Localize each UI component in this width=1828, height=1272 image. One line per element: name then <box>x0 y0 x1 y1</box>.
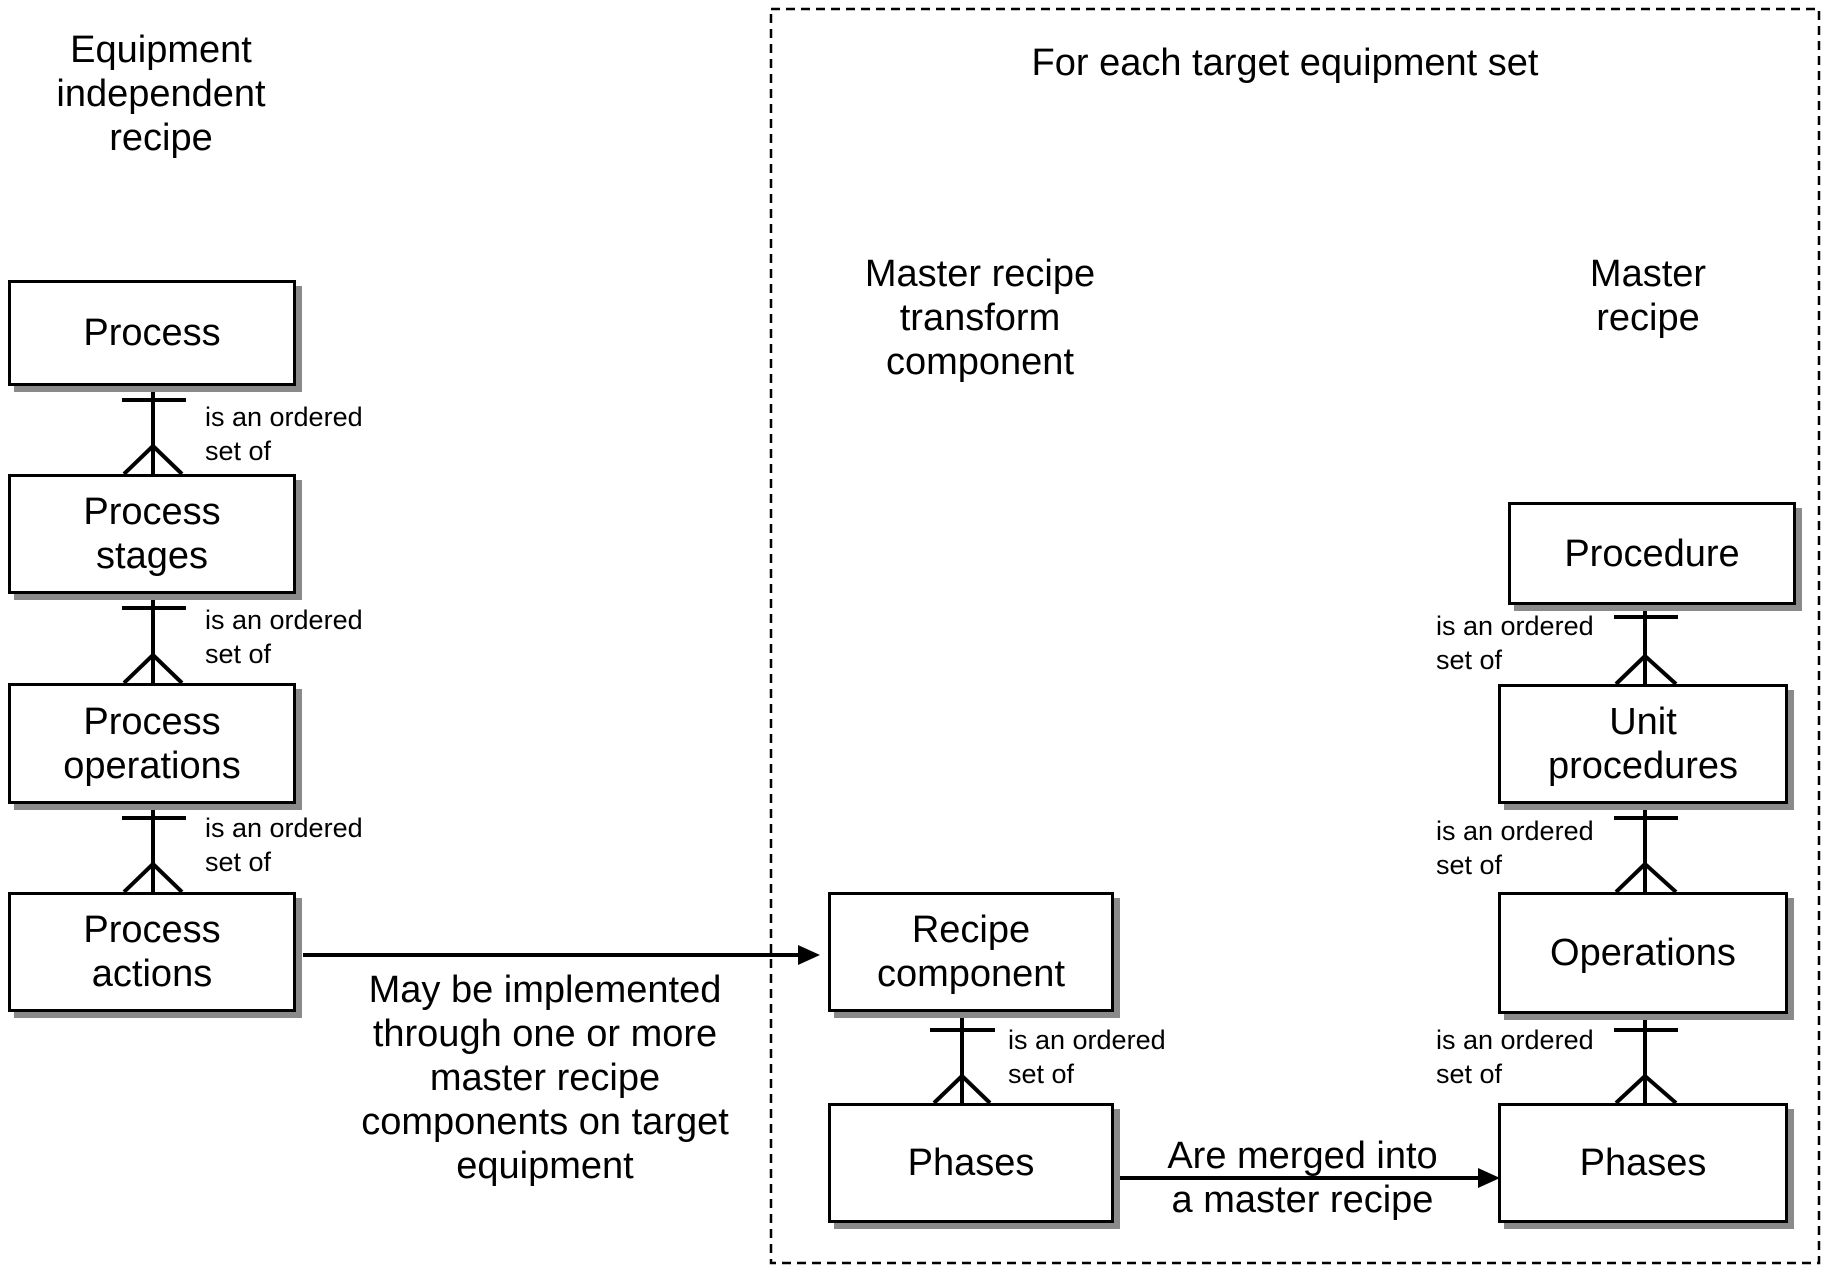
connector-process-stages <box>122 386 186 476</box>
box-unit-procedures: Unit procedures <box>1498 684 1788 804</box>
box-process-operations-label: Process operations <box>63 700 241 787</box>
box-phases-left: Phases <box>828 1103 1114 1223</box>
relationship-label: is an ordered set of <box>1436 611 1594 675</box>
relationship-label: is an ordered set of <box>205 813 363 877</box>
box-procedure: Procedure <box>1508 502 1796 605</box>
box-unit-procedures-label: Unit procedures <box>1547 701 1739 787</box>
connector-units-operations <box>1614 804 1678 894</box>
connector-operations-phases <box>1614 1014 1678 1105</box>
relationship-label: is an ordered set of <box>1436 816 1594 880</box>
target-equipment-frame <box>769 7 1821 1265</box>
box-recipe-component: Recipe component <box>828 892 1114 1012</box>
box-process-label: Process <box>83 312 221 354</box>
box-procedure-label: Procedure <box>1564 532 1740 575</box>
note-merged: Are merged into a master recipe <box>1167 1135 1438 1221</box>
box-operations: Operations <box>1498 892 1788 1014</box>
heading-master-transform: Master recipe transform component <box>864 253 1096 383</box>
relationship-label: is an ordered set of <box>205 402 363 466</box>
connector-procedure-units <box>1614 605 1678 686</box>
box-process-operations: Process operations <box>8 683 296 804</box>
box-process-actions: Process actions <box>8 892 296 1012</box>
heading-for-each-target: For each target equipment set <box>1031 42 1539 84</box>
box-phases-left-label: Phases <box>907 1142 1035 1184</box>
arrow-implemented <box>303 945 820 965</box>
box-process: Process <box>8 280 296 386</box>
connector-operations-actions <box>122 804 186 894</box>
box-recipe-component-label: Recipe component <box>876 909 1065 995</box>
connector-stages-operations <box>122 594 186 685</box>
box-process-stages-label: Process stages <box>83 491 221 577</box>
connector-component-phases <box>930 1012 995 1105</box>
box-process-stages: Process stages <box>8 474 296 594</box>
heading-equipment-independent: Equipment independent recipe <box>56 29 266 159</box>
box-phases-right: Phases <box>1498 1103 1788 1223</box>
relationship-label: is an ordered set of <box>205 605 363 669</box>
relationship-label: is an ordered set of <box>1008 1025 1166 1089</box>
box-process-actions-label: Process actions <box>83 909 221 995</box>
box-phases-right-label: Phases <box>1579 1142 1707 1184</box>
box-operations-label: Operations <box>1550 932 1736 974</box>
arrow-merged <box>1118 1168 1500 1188</box>
note-implemented: May be implemented through one or more m… <box>361 969 729 1187</box>
heading-master-recipe: Master recipe <box>1589 253 1707 339</box>
relationship-label: is an ordered set of <box>1436 1025 1594 1089</box>
